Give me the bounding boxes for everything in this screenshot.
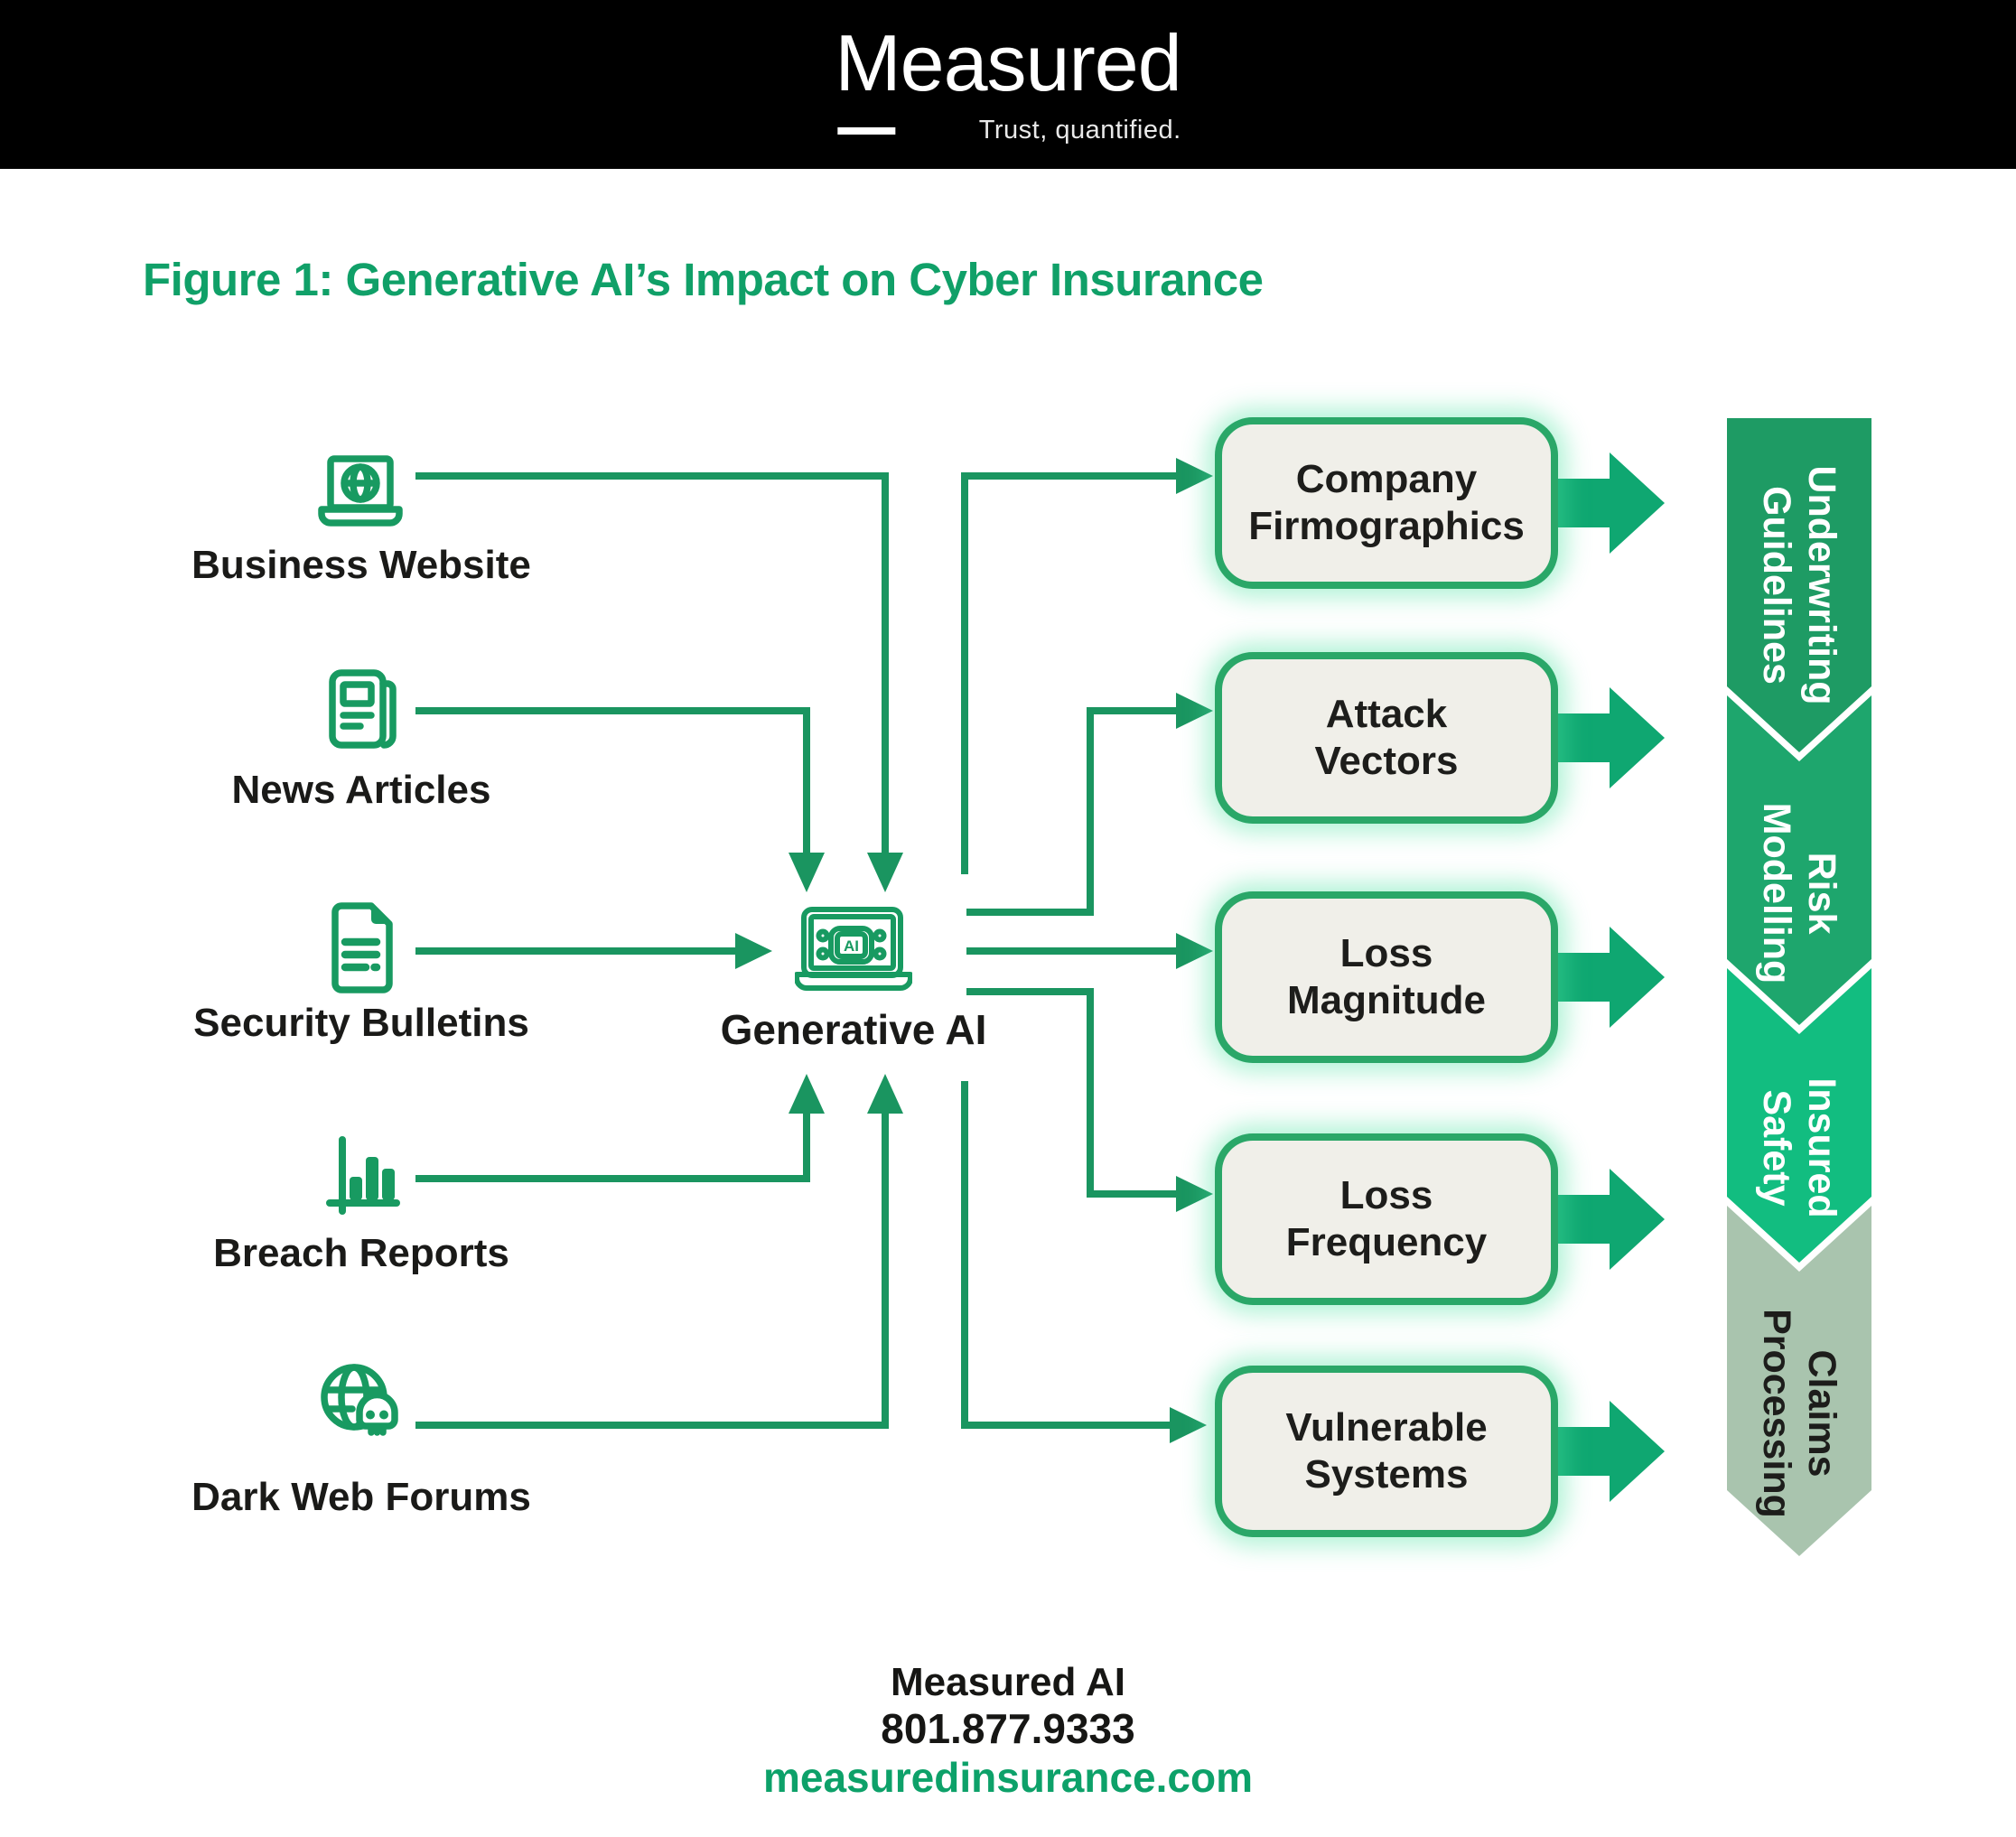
pipeline-segment-insured-safety [1727, 968, 1871, 1263]
logo-row: Trust, quantified. [835, 116, 1181, 145]
output-box-attack-vectors: Attack Vectors [1215, 652, 1558, 824]
arrowhead-right-attack-vectors [1176, 693, 1213, 729]
arrowhead-up-dark-web-forums [867, 1074, 903, 1114]
flow-line-business-website [415, 472, 889, 853]
document-icon [331, 902, 393, 993]
block-arrow-loss-magnitude [1558, 927, 1665, 1028]
flow-line-loss-frequency [966, 988, 1177, 1198]
pipeline-label-line: Safety [1755, 1089, 1798, 1207]
newspaper-icon [329, 669, 397, 749]
block-arrow-company-firmographics [1558, 452, 1665, 554]
output-box-label: Magnitude [1287, 978, 1486, 1022]
output-box-loss-magnitude: Loss Magnitude [1215, 891, 1558, 1063]
flow-line-breach-reports [415, 1113, 810, 1182]
logo-wordmark: Measured [835, 18, 1181, 107]
flow-line-company-firmographics [961, 472, 1177, 874]
hub-label: Generative AI [720, 1006, 987, 1053]
pipeline-label-line: Risk [1800, 852, 1843, 935]
pipeline-label-line: Insured [1800, 1077, 1843, 1218]
ai-chip-label: AI [844, 937, 859, 955]
block-arrow-loss-frequency [1558, 1169, 1665, 1270]
arrowhead-down-business-website [867, 853, 903, 892]
block-arrow-vulnerable-systems [1558, 1401, 1665, 1502]
flow-line-attack-vectors [966, 707, 1177, 916]
source-label-dark-web-forums: Dark Web Forums [191, 1475, 531, 1519]
pipeline-label-line: Claims [1800, 1349, 1843, 1478]
globe-skull-icon [321, 1364, 398, 1436]
flow-line-news-articles [415, 707, 810, 853]
pipeline-segment-underwriting-guidelines [1727, 418, 1871, 752]
output-box-label: Loss [1339, 1173, 1433, 1217]
output-box-label: Company [1295, 457, 1478, 501]
arrowhead-right-loss-frequency [1176, 1176, 1213, 1212]
bar-chart-icon [326, 1136, 400, 1215]
output-box-vulnerable-systems: Vulnerable Systems [1215, 1366, 1558, 1537]
laptop-globe-icon [318, 455, 403, 527]
arrowhead-right-vulnerable-systems [1170, 1407, 1207, 1443]
pipeline-label-line: Guidelines [1755, 486, 1798, 685]
output-box-label: Vectors [1314, 739, 1459, 783]
source-label-security-bulletins: Security Bulletins [193, 1001, 529, 1045]
flow-line-dark-web-forums [415, 1113, 889, 1429]
output-box-label: Attack [1325, 692, 1448, 736]
footer-website: measuredinsurance.com [762, 1754, 1253, 1801]
arrowhead-down-news-articles [789, 853, 825, 892]
logo-tagline: Trust, quantified. [978, 116, 1181, 145]
footer-phone: 801.877.9333 [881, 1705, 1135, 1752]
pipeline-ribbon [1727, 418, 1871, 1556]
pipeline-label-line: Processing [1755, 1309, 1798, 1518]
output-box-label: Systems [1304, 1452, 1469, 1497]
logo-underline [837, 126, 896, 135]
pipeline-segment-claims-processing [1727, 1206, 1871, 1556]
output-box-label: Firmographics [1248, 504, 1525, 548]
arrowhead-right-security-bulletins [735, 933, 772, 969]
output-box-label: Frequency [1285, 1220, 1488, 1264]
pipeline-label-line: Underwriting [1800, 465, 1843, 705]
footer-company: Measured AI [890, 1660, 1125, 1704]
arrowhead-right-loss-magnitude [1176, 933, 1213, 969]
pipeline-segment-risk-modelling [1727, 695, 1871, 1025]
flow-line-vulnerable-systems [961, 1081, 1171, 1429]
ai-laptop-icon: AI [795, 907, 912, 991]
header-bar: Measured Trust, quantified. [0, 0, 2016, 169]
output-box-company-firmographics: Company Firmographics [1215, 417, 1558, 589]
output-box-label: Loss [1339, 931, 1433, 975]
source-label-news-articles: News Articles [231, 768, 491, 812]
source-label-business-website: Business Website [191, 543, 531, 587]
logo: Measured Trust, quantified. [835, 23, 1181, 145]
arrowhead-up-breach-reports [789, 1074, 825, 1114]
output-box-label: Vulnerable [1285, 1405, 1488, 1450]
figure-title: Figure 1: Generative AI’s Impact on Cybe… [143, 254, 1264, 305]
source-label-breach-reports: Breach Reports [213, 1231, 509, 1275]
block-arrow-attack-vectors [1558, 687, 1665, 788]
output-box-loss-frequency: Loss Frequency [1215, 1133, 1558, 1305]
pipeline-label-line: Modelling [1755, 802, 1798, 984]
footer: Measured AI 801.877.9333 measuredinsuran… [0, 1660, 2016, 1803]
arrowhead-right-company-firmographics [1176, 458, 1213, 494]
